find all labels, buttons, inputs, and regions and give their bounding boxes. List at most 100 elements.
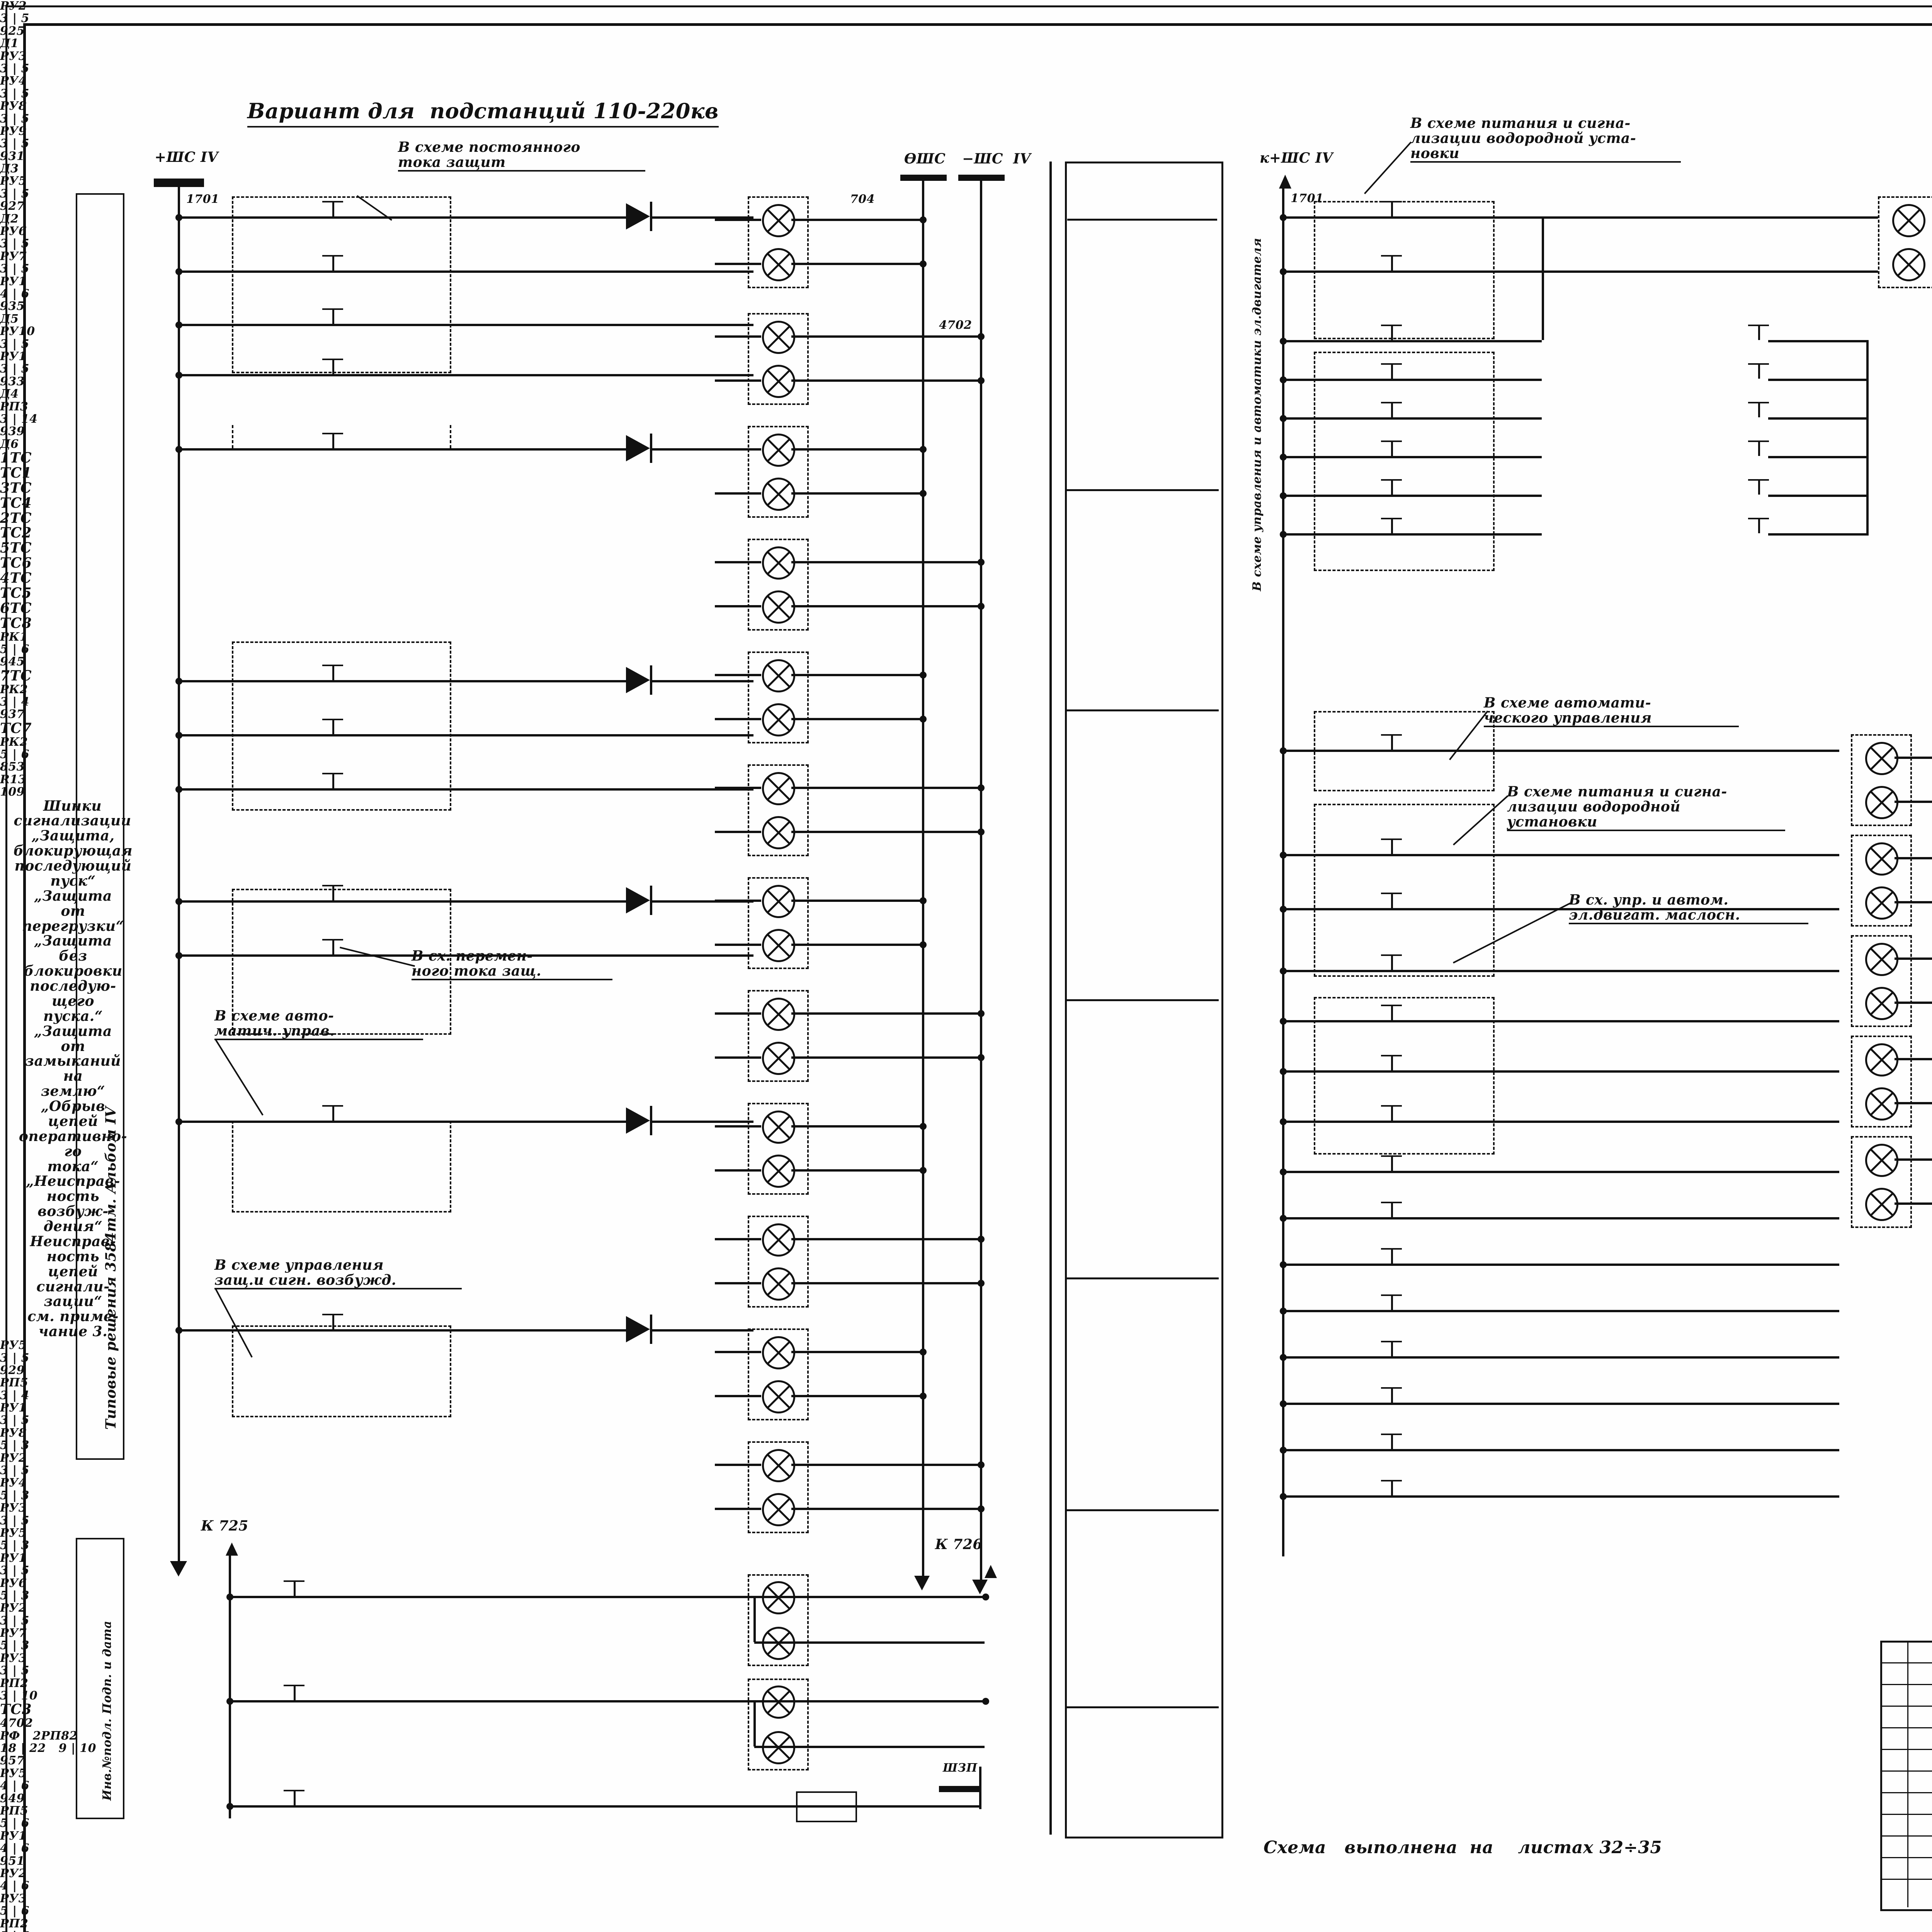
signal-col-item-2: „Защита без блокировки последую- щего пу… <box>24 933 122 1024</box>
left-diode-in-13 <box>603 1329 626 1332</box>
lamp-box-2 <box>748 426 809 518</box>
lamp-out-0 <box>791 219 922 221</box>
relay-group-box-1 <box>232 196 451 373</box>
left-bus-node-13 <box>175 1327 182 1334</box>
lamp-label-0: 1ТС <box>0 450 32 466</box>
right-mid-node-2 <box>1280 852 1287 859</box>
right-mid-wire-0 <box>1282 750 1839 752</box>
lamp-out-18 <box>791 1238 980 1240</box>
left-diode-label-6: Д2 <box>0 212 19 226</box>
right-lamp-4 <box>1865 943 1898 976</box>
lb-node-0 <box>226 1594 233 1600</box>
relay-group-box-1b <box>232 425 451 448</box>
right-top-wire-6 <box>1282 495 1542 497</box>
right-lamp-box-3 <box>1851 1036 1912 1128</box>
left-row-wire-6 <box>178 680 603 682</box>
right-group-box-4 <box>1314 804 1495 977</box>
left-row-wire-tail-2 <box>603 324 753 326</box>
right-mid-contact-8 <box>1391 1156 1393 1171</box>
annotation-motor-control: В схеме управления и автоматики эл.двига… <box>1250 238 1264 591</box>
title-row-line-5 <box>1880 1749 1932 1750</box>
right-mid-contact-3 <box>1391 893 1393 908</box>
lamp-in-11 <box>715 831 761 833</box>
left-margin-label-bottom: Инв.№подл. Подп. и дата <box>100 1621 114 1801</box>
wire-label-704: 704 <box>850 192 875 206</box>
lb-lamp-drop-1 <box>753 1700 756 1747</box>
right-mid-node-9 <box>1280 1215 1287 1222</box>
right-mid-node-0 <box>1280 747 1287 754</box>
lb-contact-1 <box>294 1685 296 1700</box>
lamp-out-7 <box>791 605 980 607</box>
relay-group-box-2 <box>232 641 451 811</box>
lamp-18 <box>762 1223 795 1257</box>
right-mid-contact-14-bar <box>1381 1434 1402 1435</box>
signal-col-divider-3 <box>1066 999 1219 1001</box>
right-top-contact2-4-bar <box>1748 402 1769 403</box>
right-top-contact-4 <box>1391 403 1393 417</box>
left-row-wire-7 <box>178 734 603 736</box>
right-mid-contact-12-bar <box>1381 1341 1402 1342</box>
left-row-wire-8 <box>178 788 603 791</box>
branch-wire-1701: 1701 <box>186 192 219 206</box>
left-relay-label-3: РУ8 <box>0 99 27 113</box>
lamp-11 <box>762 816 795 849</box>
bus-minus-label: −ШС IV <box>962 151 1031 167</box>
left-row-wire-tail-1 <box>603 270 753 273</box>
lamp-in-2 <box>715 335 761 338</box>
left-diode-6 <box>626 667 650 693</box>
lamp-label-2: 3ТС <box>0 480 32 496</box>
left-contact-0 <box>332 202 334 216</box>
right-top-tail-4 <box>1768 417 1869 420</box>
resistor-label-2: R13 <box>0 772 27 786</box>
bus-minus-circle-terminal <box>900 175 947 181</box>
annotation-oil-pump: В сх. упр. и автом. эл.двигат. маслосн. <box>1569 893 1808 924</box>
lamp-in-19 <box>715 1282 761 1284</box>
lb-lamp-in2-1 <box>754 1746 793 1748</box>
lb-relay-1: РК2 <box>0 682 28 696</box>
lamp-in-15 <box>715 1056 761 1059</box>
annotation-h2-supply: В схеме питания и сигна- лизации водород… <box>1410 116 1681 163</box>
lb-lamp-box-1 <box>748 1679 809 1770</box>
right-top-lamp-in-b <box>1762 270 1878 273</box>
left-diode-out-0 <box>650 216 753 219</box>
lb-contact-1-bar <box>284 1685 304 1686</box>
lb-wire-number-2: 853 <box>0 760 25 774</box>
right-bus-vertical <box>1282 189 1284 1556</box>
right-lamp-out-3 <box>1895 901 1932 903</box>
right-lamp-box-1 <box>1851 835 1912 927</box>
bus-plus-label: +ШС IV <box>155 149 218 165</box>
right-lamp-out-5 <box>1895 1002 1932 1004</box>
right-mid-contact-15 <box>1391 1481 1393 1495</box>
left-diode-label-13: Д6 <box>0 437 19 451</box>
left-row-wire-0 <box>178 216 603 219</box>
right-mid-relay-2: РУ5 <box>0 1766 27 1780</box>
lamp-in-3 <box>715 379 761 382</box>
right-mid-wire-15 <box>1282 1495 1839 1498</box>
signal-col-item-6: Неисправ- ность цепей сигнали- зации“ см… <box>27 1233 119 1340</box>
right-top-wire-4 <box>1282 417 1542 420</box>
variant-title: Вариант для подстанций 110-220кв <box>247 100 719 128</box>
left-contact-3-bar <box>322 359 343 360</box>
right-top-relay-3: РУ2 <box>0 1451 27 1465</box>
right-mid-wire-2 <box>1282 854 1839 856</box>
lamp-in-6 <box>715 561 761 563</box>
right-mid-wire-9 <box>1282 1217 1839 1219</box>
right-top-wire-1 <box>1282 270 1762 273</box>
right-mid-node-15 <box>1280 1493 1287 1500</box>
right-top-contact-4-bar <box>1381 402 1402 403</box>
lamp-in-12 <box>715 900 761 902</box>
left-row-wire-tail-10 <box>603 954 753 957</box>
left-contact-6 <box>332 665 334 680</box>
signal-col-header-cell <box>1067 164 1217 221</box>
resistor-r13 <box>796 1791 857 1822</box>
lb-out-node-0 <box>982 1594 989 1600</box>
right-lamp-out-0 <box>1895 757 1932 759</box>
title-row-line-10 <box>1880 1857 1932 1858</box>
lamp-box-5 <box>748 764 809 856</box>
right-lamp-tc3-b <box>1892 248 1925 281</box>
lamp-out-2 <box>791 335 980 338</box>
wire-label-4702: 4702 <box>939 318 972 332</box>
right-top-contact2-6-bar <box>1748 479 1769 481</box>
right-top-contact-1 <box>1391 256 1393 270</box>
